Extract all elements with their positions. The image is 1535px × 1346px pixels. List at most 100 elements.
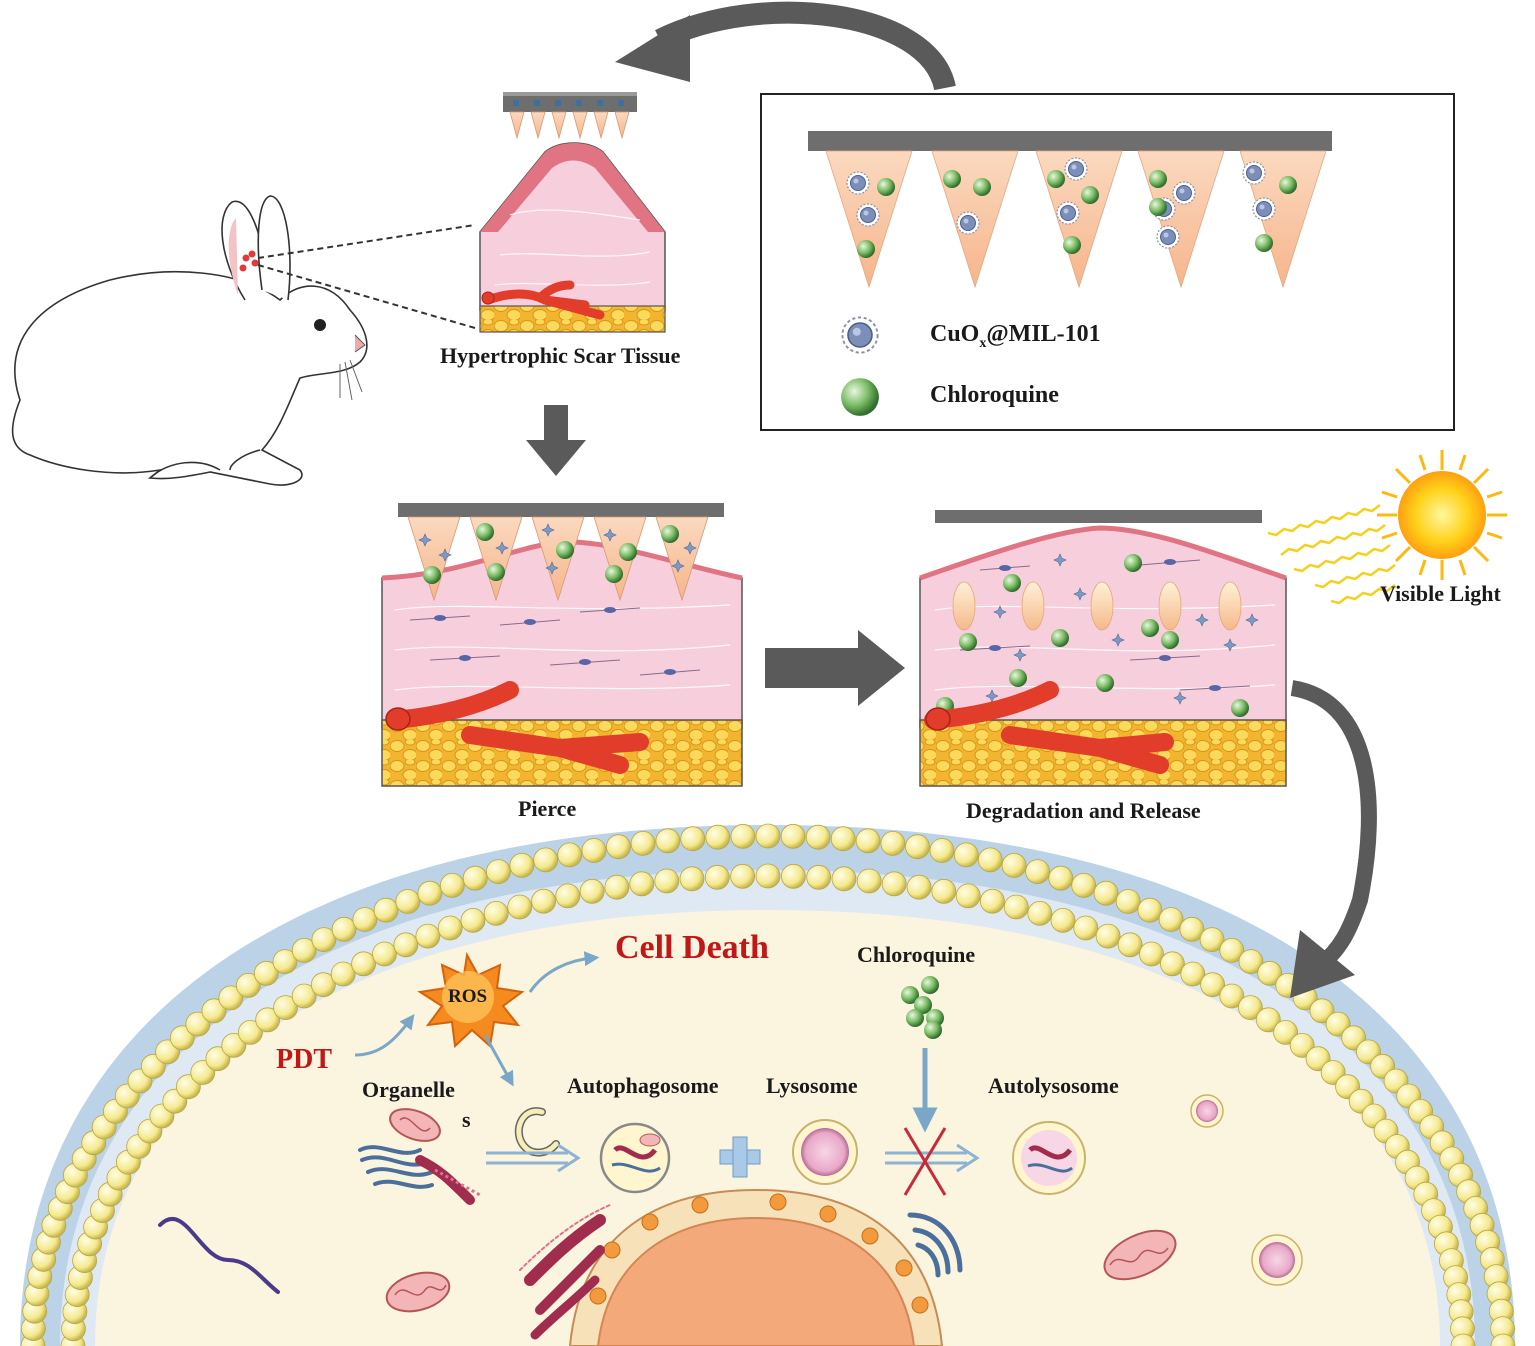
membrane-bead	[555, 883, 581, 909]
legend-mof-main: CuO	[930, 321, 980, 347]
membrane-bead	[1025, 859, 1050, 884]
legend-item-mof: CuOx@MIL-101	[930, 321, 1101, 352]
double-arrow-1	[486, 1143, 581, 1173]
membrane-bead	[881, 871, 907, 897]
lysosome-icon	[792, 1119, 858, 1185]
membrane-bead	[606, 834, 631, 860]
chloroquine-cell-label: Chloroquine	[857, 942, 975, 967]
membrane-bead	[439, 873, 465, 898]
autophagosome-label: Autophagosome	[567, 1073, 719, 1098]
membrane-bead	[1048, 865, 1074, 891]
membrane-bead	[1050, 908, 1076, 933]
lysosome-label: Lysosome	[766, 1073, 858, 1098]
legend-item-chloroquine: Chloroquine	[930, 382, 1059, 409]
cell-death-label: Cell Death	[615, 929, 769, 966]
membrane-bead	[372, 941, 397, 967]
membrane-bead	[781, 863, 806, 889]
membrane-bead	[929, 838, 955, 863]
curved-arrow-top	[615, 1, 956, 91]
membrane-bead	[483, 901, 509, 926]
degradation-label: Degradation and Release	[966, 798, 1201, 823]
membrane-bead	[629, 871, 655, 897]
membrane-bead	[1158, 907, 1184, 932]
membrane-bead	[1093, 880, 1119, 906]
membrane-bead	[1115, 889, 1141, 914]
membrane-bead	[1117, 932, 1143, 958]
membrane-bead	[1095, 923, 1121, 949]
legend-graphic	[808, 131, 1332, 416]
microneedle-patch-small	[503, 92, 637, 140]
membrane-bead	[931, 878, 957, 904]
nucleus	[568, 1188, 944, 1346]
membrane-bead	[579, 878, 605, 904]
sun-icon	[1377, 450, 1507, 580]
membrane-bead	[1003, 894, 1029, 920]
membrane-bead	[417, 880, 443, 906]
membrane-bead	[352, 907, 378, 932]
ros-label: ROS	[448, 986, 487, 1007]
membrane-bead	[462, 865, 488, 891]
membrane-bead	[654, 868, 680, 894]
membrane-bead	[373, 897, 399, 923]
light-rays	[1267, 504, 1396, 605]
small-lysosomes	[1190, 1094, 1303, 1286]
pdt-label: PDT	[276, 1044, 332, 1075]
membrane-bead	[730, 823, 756, 849]
legend-mof-icon	[841, 316, 879, 354]
legend-sphere-icon	[841, 378, 879, 416]
organelles-cluster	[358, 1108, 481, 1205]
membrane-bead	[393, 932, 419, 958]
membrane-bead	[831, 866, 857, 892]
membrane-bead	[905, 834, 930, 860]
membrane-bead	[679, 866, 705, 892]
cell-membrane	[20, 823, 1516, 1346]
mrna-strand	[158, 1216, 280, 1294]
membrane-bead	[980, 888, 1005, 914]
membrane-bead	[755, 823, 781, 849]
organelles-label-1: Organelle	[362, 1077, 455, 1102]
membrane-bead	[805, 824, 831, 850]
membrane-bead	[460, 908, 486, 933]
legend-chloroquine-label: Chloroquine	[930, 382, 1059, 408]
pathway-arrows	[354, 951, 938, 1133]
membrane-bead	[955, 883, 981, 909]
curved-arrow-right	[1290, 680, 1377, 998]
membrane-bead	[437, 915, 463, 941]
membrane-bead	[856, 868, 882, 894]
autolysosome-label: Autolysosome	[988, 1073, 1119, 1098]
membrane-bead	[1071, 873, 1097, 898]
membrane-bead	[557, 842, 583, 868]
degradation-tissue-block	[919, 510, 1287, 787]
membrane-bead	[485, 859, 511, 884]
membrane-bead	[806, 864, 832, 890]
membrane-bead	[351, 951, 377, 977]
membrane-bead	[655, 828, 681, 854]
membrane-bead	[830, 826, 856, 852]
membrane-bead	[680, 826, 706, 852]
membrane-bead	[630, 831, 656, 856]
golgi-icon	[907, 1212, 963, 1278]
membrane-bead	[1073, 915, 1099, 941]
membrane-bead	[880, 831, 906, 856]
membrane-bead	[507, 894, 533, 920]
membrane-bead	[1137, 897, 1163, 923]
scar-tissue-block	[479, 142, 666, 333]
membrane-bead	[395, 889, 421, 914]
membrane-bead	[415, 923, 441, 949]
membrane-bead	[331, 916, 357, 942]
block-cross-icon	[903, 1127, 947, 1196]
membrane-bead	[1001, 853, 1027, 878]
right-arrow	[765, 630, 905, 706]
plus-icon	[719, 1136, 761, 1178]
membrane-bead	[1027, 901, 1053, 926]
membrane-bead	[704, 864, 730, 890]
visible-light-label: Visible Light	[1380, 581, 1501, 606]
membrane-bead	[581, 838, 607, 863]
membrane-bead	[531, 888, 556, 914]
zoom-lines	[257, 224, 476, 329]
membrane-bead	[1139, 941, 1164, 967]
autolysosome-icon	[1012, 1121, 1086, 1195]
membrane-bead	[730, 863, 755, 889]
scar-tissue-label: Hypertrophic Scar Tissue	[440, 343, 681, 368]
